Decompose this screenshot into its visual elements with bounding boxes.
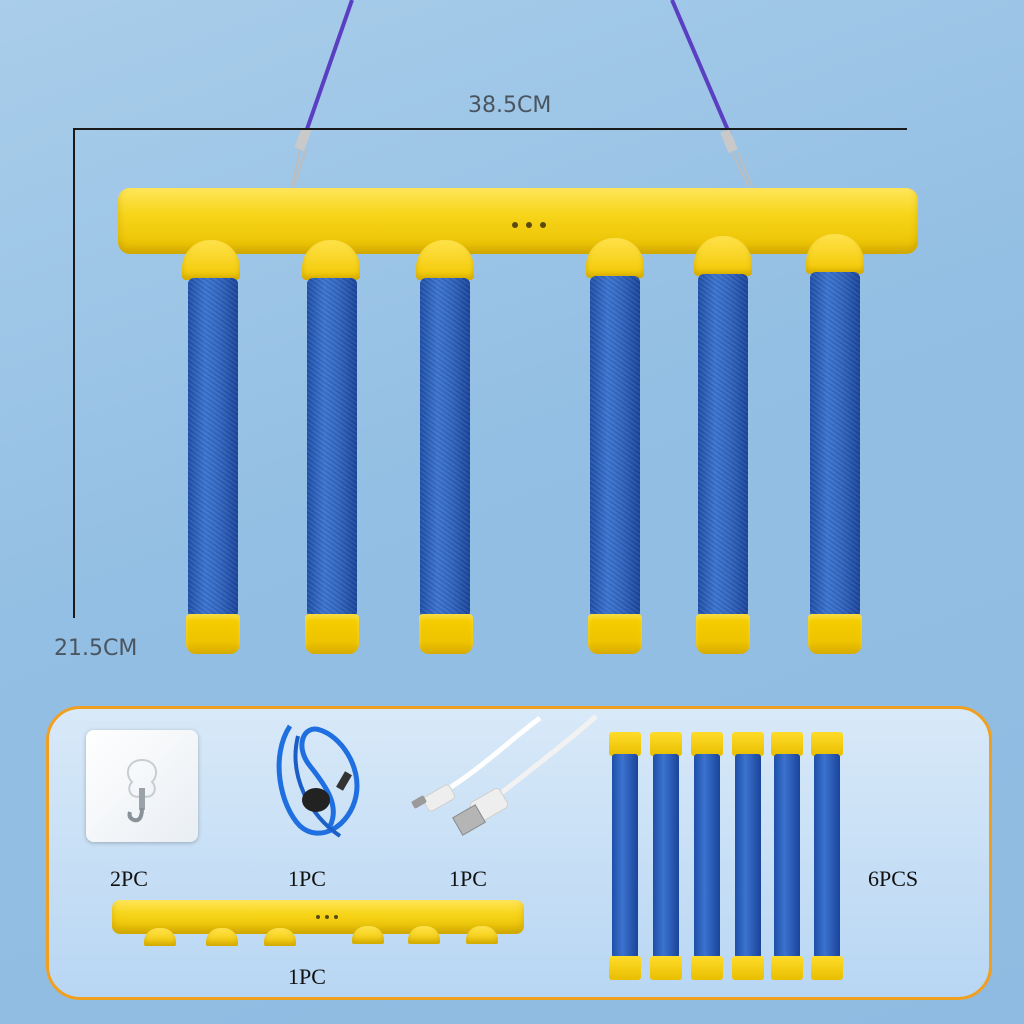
width-dimension-line <box>73 128 907 130</box>
indicator-dots <box>512 222 546 228</box>
hook-icon <box>126 758 158 823</box>
tubes-qty-label: 6PCS <box>868 866 919 891</box>
lanyard-icon <box>276 724 360 838</box>
hanging-rope <box>291 0 753 187</box>
lanyard-qty-label: 1PC <box>288 866 326 891</box>
adhesive-hook <box>86 730 198 842</box>
mini-bar-dots <box>316 915 338 919</box>
width-label: 38.5CM <box>468 93 552 118</box>
height-dimension-line <box>73 128 75 618</box>
cable-qty-label: 1PC <box>449 866 487 891</box>
hook-qty-label: 2PC <box>110 866 148 891</box>
height-label: 21.5CM <box>54 636 138 661</box>
bar-qty-label: 1PC <box>288 964 326 989</box>
main-bar <box>118 188 918 254</box>
usb-cable-icon <box>411 714 598 836</box>
